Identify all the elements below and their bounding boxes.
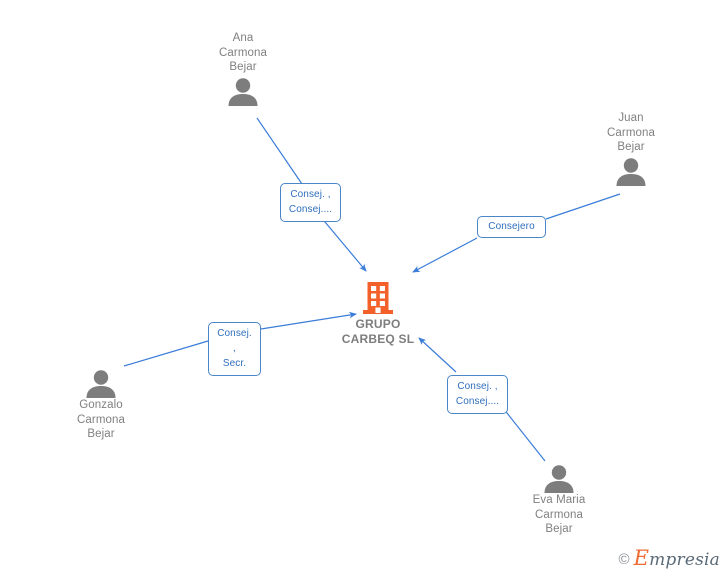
person-icon <box>183 76 303 106</box>
copyright-symbol: © <box>618 550 630 568</box>
edge-eva-company <box>418 337 546 462</box>
person-node-eva-maria[interactable]: Eva Maria Carmona Bejar <box>499 463 619 537</box>
person-icon <box>41 368 161 398</box>
edge-label-ana-company[interactable]: Consej. , Consej.... <box>280 183 341 222</box>
edge-label-eva-company[interactable]: Consej. , Consej.... <box>447 375 508 414</box>
person-node-gonzalo[interactable]: Gonzalo Carmona Bejar <box>41 368 161 442</box>
person-label-juan: Juan Carmona Bejar <box>607 112 655 153</box>
person-icon <box>571 156 691 186</box>
brand-wordmark: Empresia <box>633 546 720 570</box>
person-icon <box>499 463 619 493</box>
building-icon <box>313 281 443 317</box>
company-label: GRUPO CARBEQ SL <box>341 317 415 346</box>
edge-ana-company <box>256 117 367 272</box>
empresia-watermark: © Empresia <box>618 546 720 570</box>
person-label-eva-maria: Eva Maria Carmona Bejar <box>532 494 586 535</box>
edge-juan-company <box>412 193 621 273</box>
person-label-ana: Ana Carmona Bejar <box>219 32 267 73</box>
brand-rest: mpresia <box>649 550 720 570</box>
person-node-ana[interactable]: Ana Carmona Bejar <box>183 31 303 106</box>
edge-gonzalo-company <box>123 311 357 367</box>
company-node-grupo-carbeq-sl[interactable]: GRUPO CARBEQ SL <box>313 281 443 346</box>
brand-initial: E <box>633 546 650 570</box>
person-label-gonzalo: Gonzalo Carmona Bejar <box>77 399 125 440</box>
person-node-juan[interactable]: Juan Carmona Bejar <box>571 111 691 186</box>
edge-label-gonzalo-company[interactable]: Consej. , Secr. <box>208 322 261 376</box>
edge-label-juan-company[interactable]: Consejero <box>477 216 546 238</box>
